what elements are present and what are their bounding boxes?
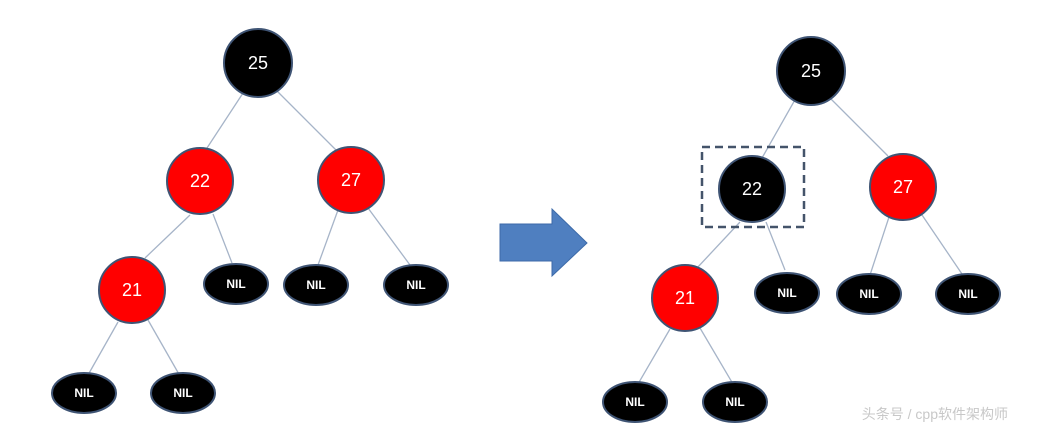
node-label: 22 (190, 171, 210, 191)
edge (206, 89, 246, 149)
tree-node-left-left: 21 (651, 264, 719, 332)
nil-leaf: NIL (150, 372, 216, 414)
edge (147, 319, 181, 377)
edge (696, 221, 741, 269)
edge (273, 87, 337, 151)
node-label: 27 (341, 170, 361, 190)
nil-leaf: NIL (702, 381, 768, 423)
nil-leaf: NIL (203, 263, 269, 305)
watermark: 头条号 / cpp软件架构师 (861, 406, 1008, 422)
before-tree: 25 22 27 21 NIL NIL NIL NIL (51, 28, 449, 414)
edge (827, 95, 889, 157)
node-label: 27 (893, 177, 913, 197)
nil-leaf: NIL (836, 273, 902, 315)
edge (699, 327, 734, 385)
nil-leaf: NIL (935, 273, 1001, 315)
edge (919, 211, 963, 275)
edge (87, 321, 119, 376)
svg-text:NIL: NIL (74, 386, 93, 400)
nil-leaf: NIL (754, 272, 820, 314)
edge (637, 328, 671, 385)
node-label: 25 (801, 61, 821, 81)
edge (367, 207, 411, 266)
edge (765, 221, 786, 271)
node-label: 21 (675, 288, 695, 308)
edge (869, 213, 891, 276)
tree-node-right: 27 (317, 146, 385, 214)
nil-leaf: NIL (383, 264, 449, 306)
node-label: 21 (122, 280, 142, 300)
tree-node-left: 22 (166, 147, 234, 215)
svg-text:NIL: NIL (958, 287, 977, 301)
svg-text:NIL: NIL (725, 395, 744, 409)
tree-node-root: 25 (776, 36, 846, 106)
svg-text:NIL: NIL (406, 278, 425, 292)
tree-node-left: 22 (718, 155, 786, 223)
svg-text:NIL: NIL (777, 286, 796, 300)
svg-text:NIL: NIL (859, 287, 878, 301)
edge (212, 213, 233, 264)
svg-text:NIL: NIL (306, 278, 325, 292)
nil-leaf: NIL (51, 372, 117, 414)
edge (761, 97, 797, 159)
tree-node-right: 27 (869, 153, 937, 221)
right-arrow-icon (499, 207, 588, 278)
tree-node-left-left: 21 (98, 256, 166, 324)
node-label: 25 (248, 53, 268, 73)
node-label: 22 (742, 179, 762, 199)
svg-text:NIL: NIL (173, 386, 192, 400)
edge (144, 214, 191, 259)
edge (317, 209, 339, 266)
svg-text:NIL: NIL (625, 395, 644, 409)
after-tree: 25 22 27 21 NIL NIL NIL NIL (602, 36, 1001, 423)
tree-node-root: 25 (223, 28, 293, 98)
svg-text:NIL: NIL (226, 277, 245, 291)
nil-leaf: NIL (602, 381, 668, 423)
nil-leaf: NIL (283, 264, 349, 306)
